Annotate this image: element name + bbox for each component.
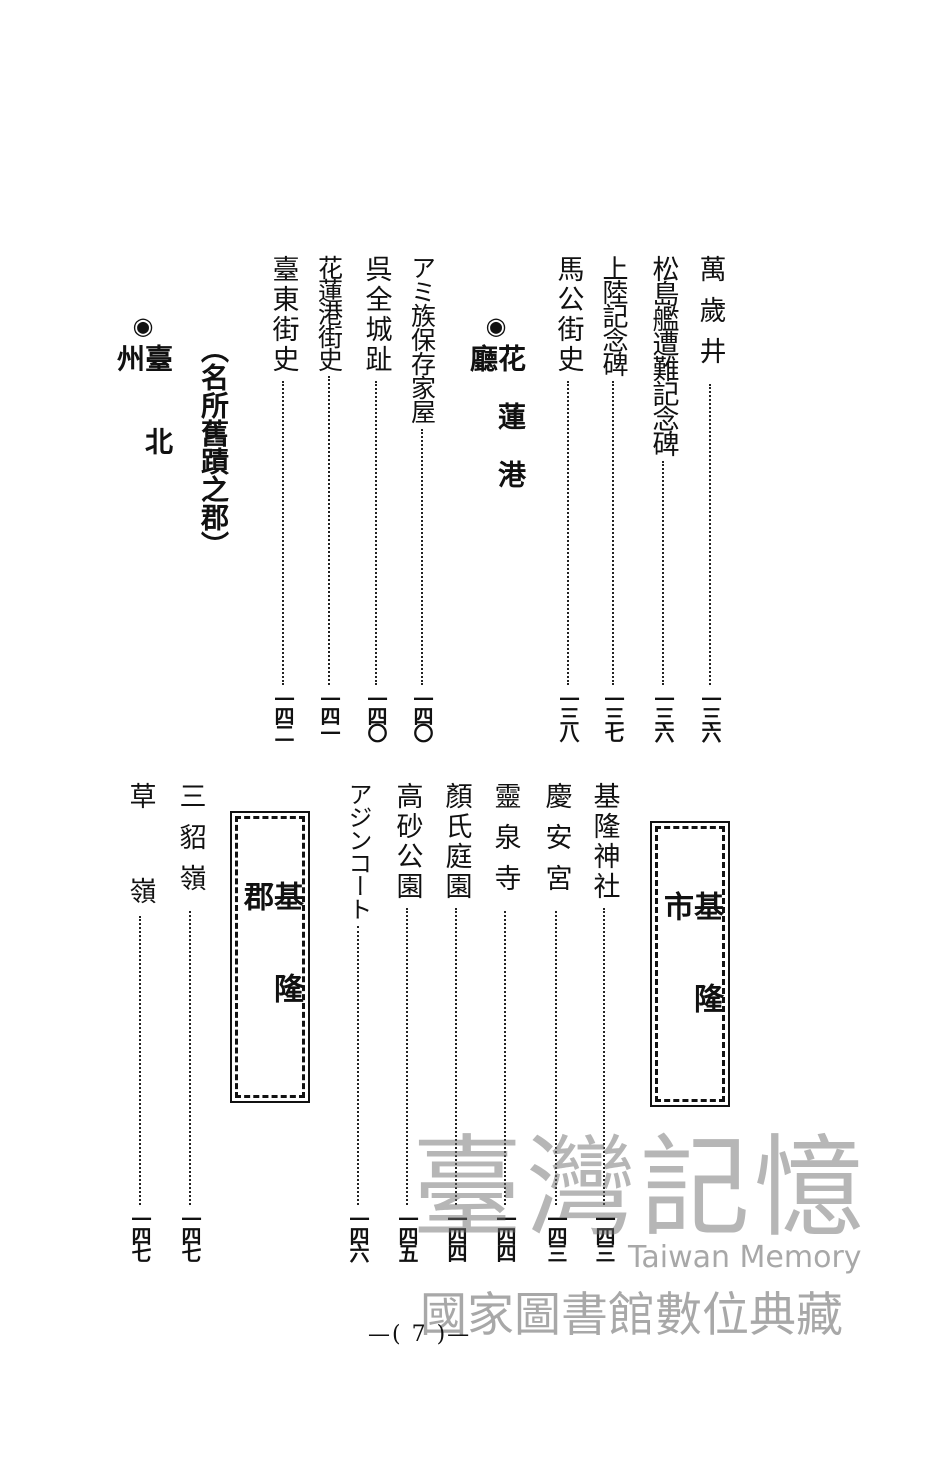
- entry-title: 馬公街史: [552, 255, 584, 375]
- entry-title: 上陸記念碑: [598, 255, 628, 375]
- page-number: 一四七: [178, 1209, 202, 1260]
- dot-leader: [328, 376, 330, 685]
- page-number: 一四三: [592, 1209, 616, 1260]
- watermark-logo: 臺灣記憶: [412, 1124, 868, 1252]
- entry-title: 呉全城趾: [360, 255, 392, 375]
- page-number: 一三七: [601, 689, 625, 740]
- toc-entry: 花蓮港街史 一四一: [309, 255, 349, 740]
- page-number: 一三六: [651, 689, 675, 740]
- page-number: 一三六: [698, 689, 722, 740]
- page-number: 一四二: [271, 689, 295, 740]
- dot-leader: [406, 908, 408, 1205]
- dot-leader: [189, 911, 191, 1205]
- dot-leader: [603, 908, 605, 1205]
- page-folio: —( 7 )—: [368, 1322, 472, 1347]
- keelung-city-box: 基隆市: [650, 821, 730, 1107]
- dot-leader: [567, 381, 569, 685]
- entry-title: 基隆神社: [588, 782, 620, 902]
- dot-leader: [357, 926, 359, 1205]
- watermark-english: Taiwan Memory: [628, 1240, 862, 1275]
- toc-entry: 三貂嶺 一四七: [170, 782, 210, 1260]
- entry-title: 高砂公園: [391, 782, 423, 902]
- entry-title: 靈泉寺: [489, 782, 521, 905]
- toc-entry: 上陸記念碑 一三七: [593, 255, 633, 740]
- toc-entry: 高砂公園 一四五: [387, 782, 427, 1260]
- dot-leader: [375, 381, 377, 685]
- dot-leader: [662, 461, 664, 685]
- subheading-label: （名所舊蹟之郡）: [197, 335, 230, 559]
- box-label: 基隆郡: [238, 881, 303, 1065]
- dot-leader: [504, 911, 506, 1205]
- watermark-institution: 國家圖書館數位典藏: [420, 1288, 843, 1343]
- keelung-district-box: 基隆郡: [230, 811, 310, 1103]
- page-number: 一三八: [556, 689, 580, 740]
- heading-label: 花蓮港廳: [466, 344, 527, 518]
- page-number: 一四四: [493, 1209, 517, 1260]
- toc-entry: 臺東街史 一四二: [263, 255, 303, 740]
- heading-label: 臺北州: [113, 344, 174, 510]
- dot-leader: [709, 384, 711, 685]
- entry-title: 花蓮港街史: [314, 255, 344, 370]
- page-number: 一四三: [544, 1209, 568, 1260]
- dot-leader: [612, 381, 614, 685]
- dot-leader: [421, 429, 423, 685]
- toc-entry: 顏氏庭園 一四四: [436, 782, 476, 1260]
- dot-leader: [282, 381, 284, 685]
- entry-title: アジンコート: [344, 782, 372, 920]
- dot-leader: [555, 911, 557, 1205]
- bullet-icon: ◉: [129, 312, 157, 340]
- page-number: 一四五: [395, 1209, 419, 1260]
- entry-title: 三貂嶺: [174, 782, 206, 905]
- entry-title: 慶安宮: [540, 782, 572, 905]
- page-number: 一四四: [444, 1209, 468, 1260]
- page-number: 一四〇: [410, 689, 434, 740]
- entry-title: 松島艦遭難記念碑: [647, 255, 679, 455]
- dot-leader: [139, 916, 141, 1205]
- dot-leader: [455, 908, 457, 1205]
- entry-title: 臺東街史: [267, 255, 299, 375]
- toc-entry: 松島艦遭難記念碑 一三六: [643, 255, 683, 740]
- toc-entry: 慶安宮 一四三: [536, 782, 576, 1260]
- box-label: 基隆市: [658, 891, 723, 1075]
- toc-entry: 馬公街史 一三八: [548, 255, 588, 740]
- section-heading: ◉ 花蓮港廳: [466, 312, 527, 552]
- subheading: （名所舊蹟之郡）: [193, 335, 233, 559]
- toc-entry: 萬歲井 一三六: [690, 255, 730, 740]
- entry-title: 顏氏庭園: [440, 782, 472, 902]
- bullet-icon: ◉: [482, 312, 510, 340]
- toc-entry: 靈泉寺 一四四: [485, 782, 525, 1260]
- toc-entry: アジンコート 一四六: [338, 782, 378, 1260]
- section-heading: ◉ 臺北州: [113, 312, 174, 552]
- toc-entry: 呉全城趾 一四〇: [356, 255, 396, 740]
- page-number: 一四六: [346, 1209, 370, 1260]
- entry-title: 萬歲井: [694, 255, 726, 378]
- page-number: 一四七: [128, 1209, 152, 1260]
- toc-entry: 草嶺 一四七: [120, 782, 160, 1260]
- page-number: 一四〇: [364, 689, 388, 740]
- entry-title: アミ族保存家屋: [407, 255, 437, 423]
- toc-entry: アミ族保存家屋 一四〇: [402, 255, 442, 740]
- toc-entry: 基隆神社 一四三: [584, 782, 624, 1260]
- page-number: 一四一: [317, 689, 341, 740]
